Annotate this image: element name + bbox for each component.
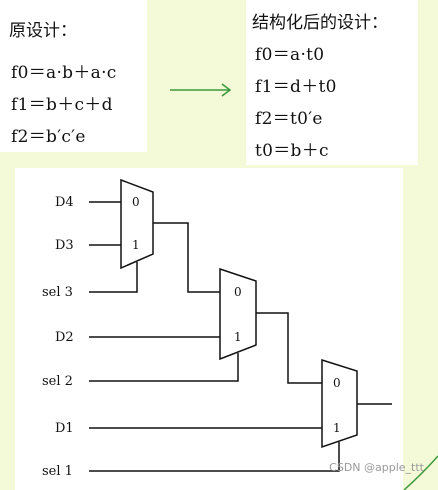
mux3-port-1: 1 xyxy=(333,421,341,435)
corner-decoration xyxy=(403,455,438,490)
structured-design-title: 结构化后的设计： xyxy=(252,13,388,33)
structured-equation-f2: f2＝t0′e xyxy=(255,109,323,129)
original-equation-f2: f2＝b′c′e xyxy=(11,127,86,147)
label-sel3: sel 3 xyxy=(42,285,73,300)
transform-arrow-icon xyxy=(170,83,232,97)
mux-circuit-panel: D4 D3 sel 3 D2 sel 2 D1 sel 1 0 1 0 1 0 … xyxy=(15,168,403,490)
mux-3 xyxy=(321,358,358,449)
mux1-port-0: 0 xyxy=(132,195,140,209)
label-d1: D1 xyxy=(55,421,74,436)
wire-sel1 xyxy=(89,442,340,472)
watermark: CSDN @apple_ttt xyxy=(329,461,424,474)
original-equation-f1: f1＝b＋c＋d xyxy=(11,95,113,115)
mux-2 xyxy=(219,267,257,361)
mux2-port-0: 0 xyxy=(234,285,242,299)
mux3-port-0: 0 xyxy=(333,376,341,390)
original-design-title: 原设计： xyxy=(9,21,77,41)
mux-circuit-diagram: D4 D3 sel 3 D2 sel 2 D1 sel 1 0 1 0 1 0 … xyxy=(42,178,392,479)
structured-design-panel: 结构化后的设计： f0＝a·t0 f1＝d＋t0 f2＝t0′e t0＝b＋c xyxy=(246,0,418,165)
structured-equation-f1: f1＝d＋t0 xyxy=(255,77,337,97)
wire-sel2 xyxy=(89,353,239,382)
structured-equation-f0: f0＝a·t0 xyxy=(255,45,325,65)
structured-equation-t0: t0＝b＋c xyxy=(255,141,329,161)
label-d4: D4 xyxy=(55,195,74,210)
original-equation-f0: f0＝a·b＋a·c xyxy=(11,63,117,83)
label-d3: D3 xyxy=(55,238,74,253)
original-design-panel: 原设计： f0＝a·b＋a·c f1＝b＋c＋d f2＝b′c′e xyxy=(0,0,147,152)
label-sel1: sel 1 xyxy=(42,464,73,479)
wire-mux2-out xyxy=(256,312,322,384)
mux-1 xyxy=(120,178,154,270)
label-d2: D2 xyxy=(55,330,74,345)
mux2-port-1: 1 xyxy=(234,330,242,344)
wire-mux1-out xyxy=(153,222,220,293)
wire-sel3 xyxy=(89,262,138,293)
mux1-port-1: 1 xyxy=(132,238,140,252)
label-sel2: sel 2 xyxy=(42,374,73,389)
